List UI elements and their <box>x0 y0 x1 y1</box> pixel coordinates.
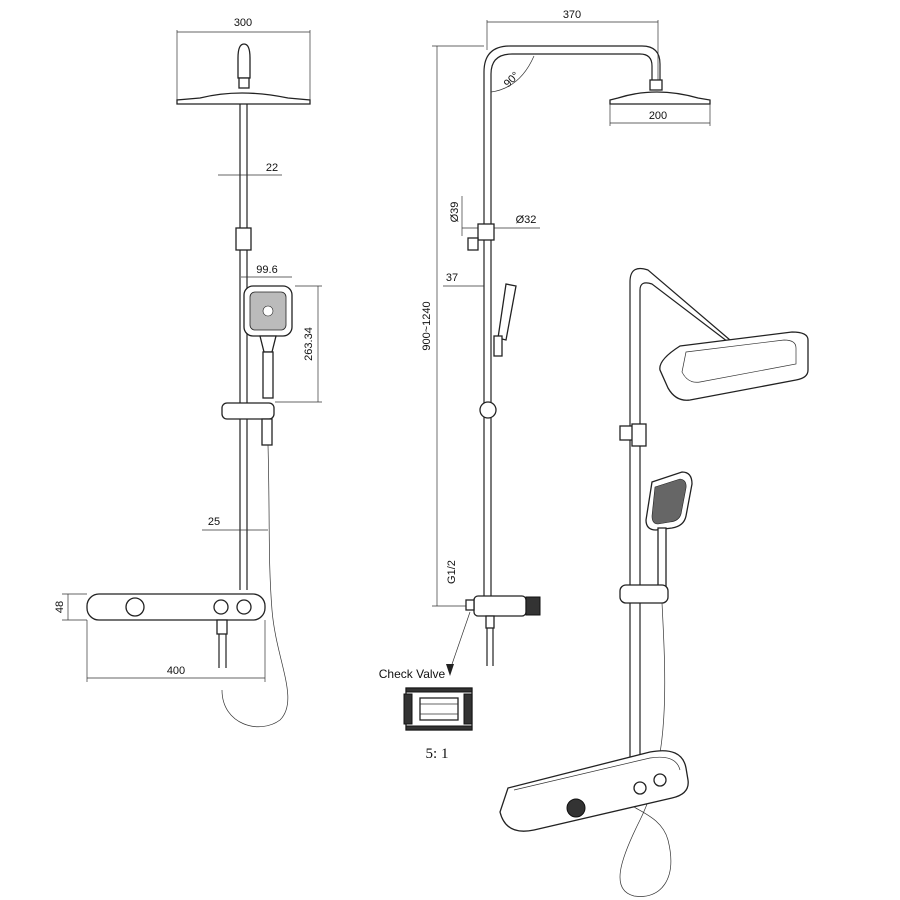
wall-bracket <box>477 223 495 241</box>
shelf-height-label: 48 <box>54 601 66 613</box>
perspective-view <box>499 267 809 897</box>
side-head-width-label: 200 <box>649 110 667 122</box>
wall-offset-label: 37 <box>446 272 458 284</box>
side-view: 370 90° 200 900~1240 Ø39 Ø32 37 <box>421 9 711 666</box>
inner-diameter-label: Ø32 <box>516 214 537 226</box>
check-valve-drawing <box>403 687 473 731</box>
detail-scale-label: 5: 1 <box>426 746 449 762</box>
shelf-width-label: 400 <box>167 665 185 677</box>
riser-and-arm <box>483 45 661 600</box>
offset-label: 25 <box>208 516 220 528</box>
front-view: 300 22 99.6 263.34 <box>54 17 322 728</box>
perspective-shower-head <box>659 331 809 401</box>
slider-bracket <box>235 227 252 251</box>
angle-label: 90° <box>502 70 522 90</box>
check-valve-callout: Check Valve <box>379 667 446 681</box>
outer-diameter-label: Ø39 <box>449 202 461 223</box>
handshower-holder <box>221 402 275 420</box>
side-shower-head <box>609 79 711 105</box>
check-valve-detail: Check Valve 5: 1 <box>379 611 473 762</box>
pipe-diameter-label: 22 <box>266 162 278 174</box>
side-holder <box>479 401 497 419</box>
side-thermostat <box>465 595 541 666</box>
perspective-hand-shower <box>645 471 693 589</box>
perspective-hose <box>617 602 672 897</box>
handshower-length-label: 263.34 <box>303 327 315 361</box>
rain-shower-head <box>176 43 311 105</box>
height-range-label: 900~1240 <box>421 301 433 350</box>
perspective-riser <box>629 267 731 790</box>
thermostat-shelf <box>86 593 266 621</box>
handshower-width-label: 99.6 <box>256 264 277 276</box>
hose <box>221 444 289 728</box>
side-hand-shower <box>497 283 517 341</box>
head-width-label: 300 <box>234 17 252 29</box>
arm-length-label: 370 <box>563 9 581 21</box>
thread-label: G1/2 <box>446 560 458 584</box>
perspective-thermostat <box>499 750 689 832</box>
hand-shower <box>243 285 293 399</box>
perspective-holder <box>619 584 669 604</box>
